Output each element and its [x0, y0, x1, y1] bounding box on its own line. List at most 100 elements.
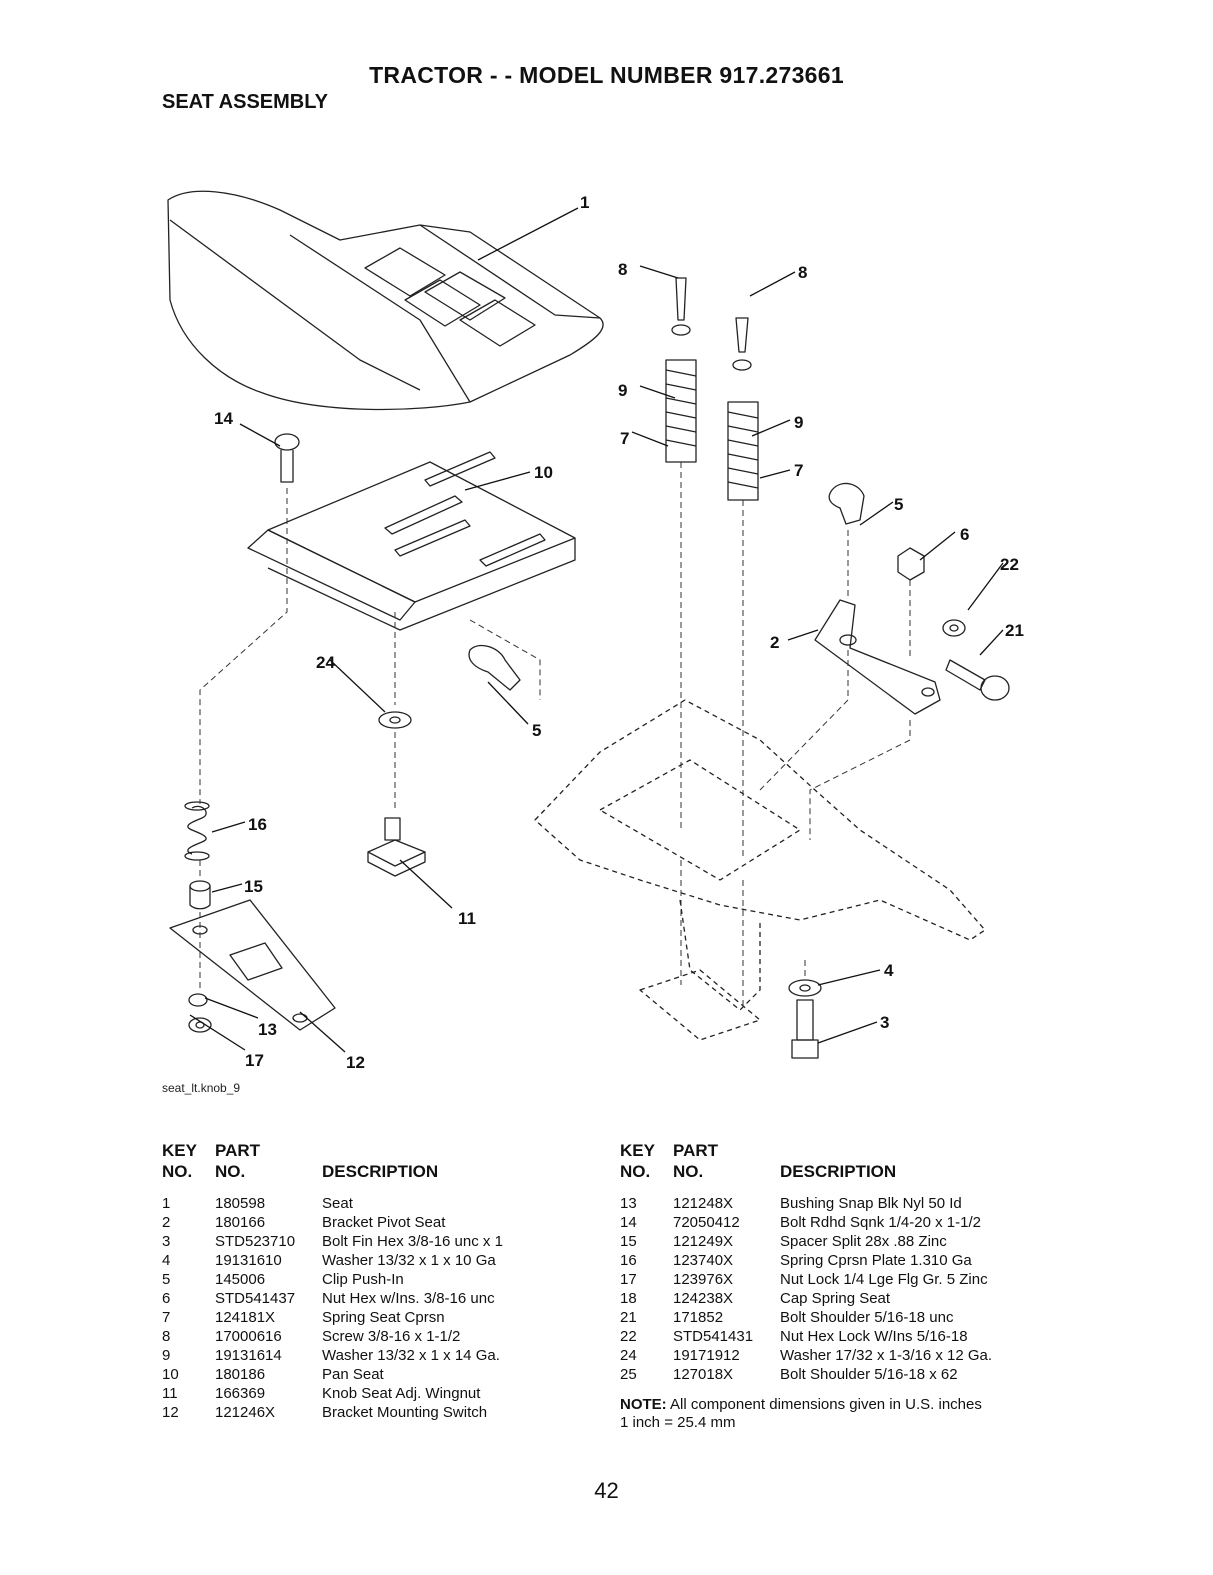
- part-number-cell: 121248X: [673, 1195, 734, 1212]
- callout-label: 9: [618, 381, 627, 400]
- description-cell: Bolt Rdhd Sqnk 1/4-20 x 1-1/2: [780, 1214, 981, 1231]
- callout-label: 5: [894, 495, 903, 514]
- spacer-part: [189, 880, 211, 910]
- callout-label: 8: [798, 263, 807, 282]
- part-header: PART: [215, 1141, 261, 1160]
- callout-label: 2: [770, 633, 779, 652]
- description-cell: Bushing Snap Blk Nyl 50 Id: [780, 1195, 962, 1212]
- callout-label: 5: [532, 721, 541, 740]
- description-cell: Screw 3/8-16 x 1-1/2: [322, 1328, 461, 1345]
- part-number-cell: 123740X: [673, 1252, 734, 1269]
- part-number-cell: 171852: [673, 1309, 724, 1326]
- key-cell: 21: [620, 1309, 637, 1326]
- diagram-id-label: seat_lt.knob_9: [162, 1081, 240, 1095]
- seat-part: [167, 190, 604, 411]
- description-header: DESCRIPTION: [780, 1162, 897, 1181]
- part-number-cell: 180166: [215, 1214, 266, 1231]
- description-cell: Spacer Split 28x .88 Zinc: [780, 1233, 947, 1250]
- part-number-cell: STD541431: [673, 1328, 754, 1345]
- tractor-frame-part: [534, 699, 986, 1041]
- part-number-cell: 145006: [215, 1271, 266, 1288]
- lock-nut-part: [188, 1017, 212, 1033]
- callout-label: 13: [258, 1020, 277, 1039]
- callout-label: 7: [620, 429, 629, 448]
- seat-spring-stack-left: [665, 277, 697, 463]
- washer-part: [378, 711, 412, 729]
- key-cell: 12: [162, 1404, 179, 1421]
- callout-label: 1: [580, 193, 589, 212]
- callout-label: 6: [960, 525, 969, 544]
- description-cell: Knob Seat Adj. Wingnut: [322, 1385, 481, 1402]
- key-cell: 24: [620, 1347, 637, 1364]
- description-cell: Nut Lock 1/4 Lge Flg Gr. 5 Zinc: [780, 1271, 988, 1288]
- description-cell: Pan Seat: [322, 1366, 384, 1383]
- key-cell: 18: [620, 1290, 637, 1307]
- description-cell: Spring Cprsn Plate 1.310 Ga: [780, 1252, 972, 1269]
- callout-label: 3: [880, 1013, 889, 1032]
- part-header: PART: [673, 1141, 719, 1160]
- part-number-cell: STD523710: [215, 1233, 296, 1250]
- page-number: 42: [594, 1478, 619, 1503]
- hex-bolt-part: [791, 999, 819, 1059]
- note-conversion: 1 inch = 25.4 mm: [620, 1414, 736, 1431]
- part-number-cell: 124238X: [673, 1290, 734, 1307]
- callout-label: 4: [884, 961, 894, 980]
- description-cell: Nut Hex w/Ins. 3/8-16 unc: [322, 1290, 495, 1307]
- pivot-seat-bracket-part: [814, 599, 941, 715]
- key-cell: 7: [162, 1309, 171, 1326]
- callout-label: 10: [534, 463, 553, 482]
- key-cell: 4: [162, 1252, 171, 1269]
- key-cell: 16: [620, 1252, 637, 1269]
- description-cell: Bolt Shoulder 5/16-18 x 62: [780, 1366, 958, 1383]
- part-number-cell: STD541437: [215, 1290, 296, 1307]
- callout-label: 8: [618, 260, 627, 279]
- key-cell: 22: [620, 1328, 637, 1345]
- callout-label: 17: [245, 1051, 264, 1070]
- key-cell: 8: [162, 1328, 171, 1345]
- callout-label: 15: [244, 877, 263, 896]
- part-number-cell: 121249X: [673, 1233, 734, 1250]
- key-cell: 14: [620, 1214, 637, 1231]
- part-number-cell: 123976X: [673, 1271, 734, 1288]
- part-number-cell: 127018X: [673, 1366, 734, 1383]
- wingnut-knob-part: [367, 817, 426, 877]
- table-header: KEY PART NO. NO. DESCRIPTION: [162, 1140, 562, 1182]
- key-cell: 2: [162, 1214, 171, 1231]
- key-cell: 25: [620, 1366, 637, 1383]
- note-block: NOTE: All component dimensions given in …: [620, 1396, 982, 1432]
- description-cell: Washer 13/32 x 1 x 14 Ga.: [322, 1347, 500, 1364]
- exploded-parts-diagram: 1 14 10 24 5 16 15 11 13 17 12 8 9 7 8 9…: [162, 190, 1024, 1095]
- key-header: KEY: [620, 1141, 655, 1160]
- callout-label: 21: [1005, 621, 1024, 640]
- compression-spring-part: [184, 801, 210, 861]
- push-in-clip-part: [468, 644, 521, 691]
- table-row: 16 123740X Spring Cprsn Plate 1.310 Ga: [620, 1251, 1060, 1270]
- key-no-header: NO.: [620, 1162, 651, 1181]
- callout-label: 14: [214, 409, 233, 428]
- page-title: TRACTOR - - MODEL NUMBER 917.273661: [369, 62, 844, 88]
- washer-4-part: [788, 979, 822, 997]
- key-cell: 10: [162, 1366, 179, 1383]
- description-cell: Bolt Fin Hex 3/8-16 unc x 1: [322, 1233, 503, 1250]
- key-header: KEY: [162, 1141, 197, 1160]
- key-cell: 11: [162, 1385, 178, 1402]
- note-text: All component dimensions given in U.S. i…: [670, 1396, 982, 1413]
- bushing-part: [188, 993, 208, 1007]
- key-cell: 5: [162, 1271, 171, 1288]
- part-number-cell: 19171912: [673, 1347, 740, 1364]
- description-cell: Cap Spring Seat: [780, 1290, 891, 1307]
